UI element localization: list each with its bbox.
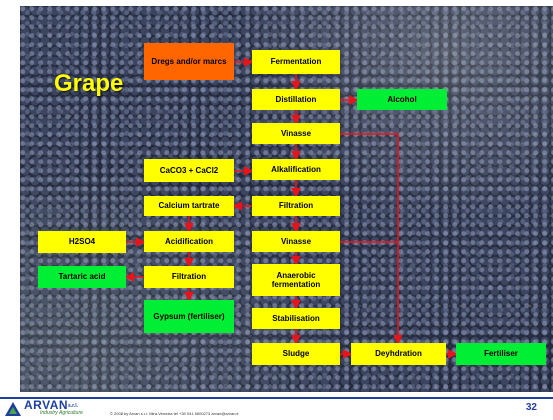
caco3-box: CaCO3 + CaCl2 bbox=[144, 159, 234, 182]
dehydration-box: Deyhdration bbox=[351, 343, 446, 365]
fertiliser-box: Fertiliser bbox=[456, 343, 546, 365]
page-number: 32 bbox=[525, 402, 537, 413]
footer-logo-tagline: Industry Agriculture bbox=[40, 410, 83, 416]
filtration-box-2: Filtration bbox=[144, 266, 234, 288]
sludge-box: Sludge bbox=[252, 343, 340, 365]
gypsum-box: Gypsum (fertiliser) bbox=[144, 300, 234, 333]
vinasse-box-2: Vinasse bbox=[252, 231, 340, 252]
anaerobic-fermentation-box: Anaerobic fermentation bbox=[252, 264, 340, 296]
tartaric-acid-box: Tartaric acid bbox=[38, 266, 126, 288]
alcohol-box: Alcohol bbox=[357, 89, 447, 110]
footer-copyright: © 2008 by Arvan s.r.l. Mira-Venezia tel … bbox=[110, 411, 239, 416]
footer-logo: ARVAN bbox=[24, 398, 69, 412]
acidification-box: Acidification bbox=[144, 231, 234, 252]
slide-title: Grape bbox=[54, 70, 124, 97]
alkalification-box: Alkalification bbox=[252, 159, 340, 180]
stabilisation-box: Stabilisation bbox=[252, 308, 340, 329]
dregs-box: Dregs and/or marcs bbox=[144, 43, 234, 80]
fermentation-box: Fermentation bbox=[252, 50, 340, 74]
footer-divider bbox=[0, 397, 553, 399]
footer-logo-suffix: s.r.l. bbox=[68, 403, 79, 409]
calcium-tartrate-box: Calcium tartrate bbox=[144, 196, 234, 216]
vinasse-box-1: Vinasse bbox=[252, 123, 340, 144]
arvan-logo-icon bbox=[5, 402, 21, 416]
distillation-box: Distillation bbox=[252, 89, 340, 110]
h2so4-box: H2SO4 bbox=[38, 231, 126, 253]
filtration-box-1: Filtration bbox=[252, 196, 340, 216]
